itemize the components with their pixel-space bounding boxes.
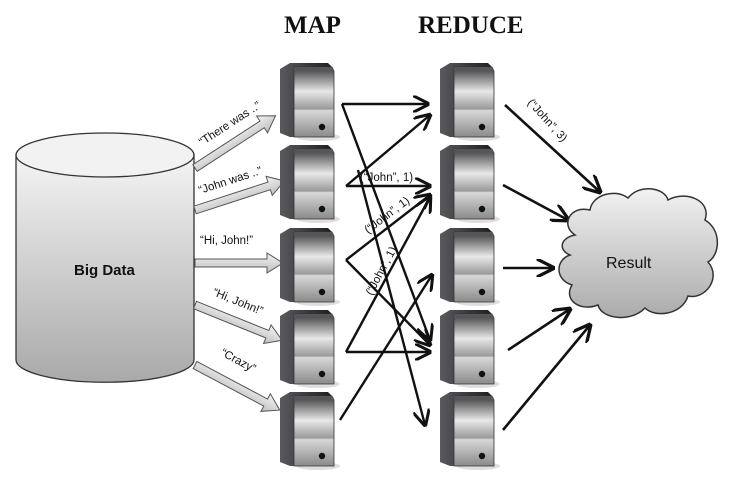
shuffle-arrows <box>338 104 432 425</box>
reduce-server-icon <box>439 62 501 142</box>
map-server-icon <box>279 62 341 142</box>
result-arrow <box>501 325 590 431</box>
split-arrow-4 <box>192 300 284 345</box>
split-arrow-3 <box>194 252 284 274</box>
split-arrows <box>192 115 286 412</box>
reduce-server-icon <box>439 144 501 224</box>
result-arrow <box>507 309 570 352</box>
big-data-label: Big Data <box>74 262 136 279</box>
split-label-3: “Hi, John!” <box>200 235 253 247</box>
reduce-server-icon <box>439 309 501 389</box>
final-pair-label: (“John”, 3) <box>525 97 570 145</box>
shuffle-arrow <box>344 197 430 353</box>
result-arrows <box>501 104 600 431</box>
map-servers <box>279 62 341 471</box>
reduce-servers <box>439 62 501 471</box>
reduce-server-icon <box>439 391 501 471</box>
shuffle-arrow <box>338 275 432 421</box>
result-cloud: Result <box>558 188 719 319</box>
map-server-icon <box>279 144 341 224</box>
result-arrow <box>502 183 568 220</box>
pair-label-1: (“John”, 1) <box>360 172 413 184</box>
big-data-cylinder: Big Data <box>15 132 195 383</box>
map-server-icon <box>279 227 341 307</box>
shuffle-arrow <box>345 259 430 345</box>
result-label: Result <box>606 255 652 272</box>
shuffle-arrow <box>356 169 425 425</box>
result-arrow <box>504 104 600 192</box>
map-heading: MAP <box>284 12 341 39</box>
pair-label-3: (“John”, 1) <box>364 245 400 298</box>
split-arrow-2 <box>193 175 286 215</box>
reduce-heading: REDUCE <box>418 12 524 39</box>
reduce-server-icon <box>439 227 501 307</box>
split-label-5: “Crazy” <box>219 347 258 375</box>
split-arrow-1 <box>192 115 277 173</box>
map-server-icon <box>279 309 341 389</box>
map-server-icon <box>279 391 341 471</box>
split-arrow-5 <box>192 360 281 412</box>
